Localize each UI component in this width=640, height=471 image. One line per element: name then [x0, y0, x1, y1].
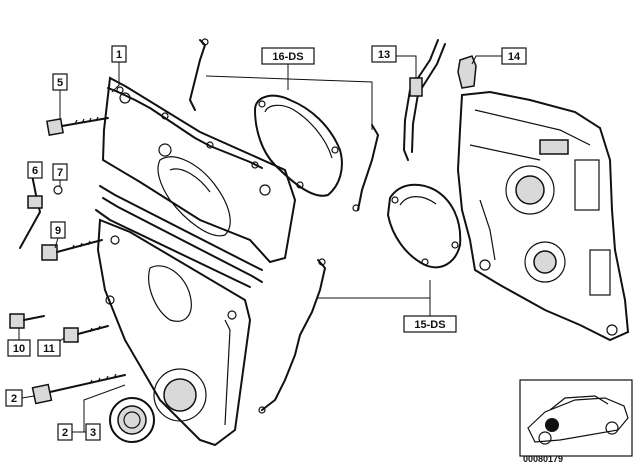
- gasket-strip-right[interactable]: [352, 124, 379, 212]
- svg-text:7: 7: [57, 167, 63, 179]
- svg-text:13: 13: [378, 49, 390, 61]
- callout-11: 11: [37, 339, 61, 357]
- svg-text:14: 14: [508, 51, 521, 63]
- svg-text:2: 2: [62, 427, 68, 439]
- gasket-16-ds[interactable]: [254, 94, 343, 197]
- svg-text:16-DS: 16-DS: [272, 51, 303, 63]
- vehicle-thumbnail: 00080179: [519, 379, 633, 464]
- callout-2-lower: 2: [57, 423, 73, 441]
- callout-6: 6: [27, 161, 43, 179]
- thumbnail-code: 00080179: [523, 454, 563, 464]
- svg-text:6: 6: [32, 165, 38, 177]
- svg-text:2: 2: [11, 393, 17, 405]
- callout-2-upper: 2: [5, 389, 23, 407]
- svg-text:15-DS: 15-DS: [414, 319, 445, 331]
- engine-block[interactable]: [456, 90, 630, 342]
- gasket-strip-left[interactable]: [189, 38, 209, 111]
- cover-bolt-row-gasket[interactable]: [107, 86, 263, 169]
- upper-timing-cover[interactable]: [101, 76, 297, 264]
- clip-7[interactable]: [53, 185, 63, 195]
- bolt-9[interactable]: [41, 239, 103, 261]
- callout-7: 7: [52, 163, 68, 181]
- engine-location-marker: [545, 418, 559, 432]
- callout-14: 14: [501, 47, 527, 65]
- svg-text:9: 9: [55, 225, 61, 237]
- bolt-2[interactable]: [31, 373, 126, 405]
- callout-13: 13: [371, 45, 397, 63]
- sensor-6[interactable]: [19, 174, 43, 249]
- chain-guide-13[interactable]: [403, 39, 446, 161]
- lower-gasket-strip[interactable]: [258, 258, 326, 414]
- svg-text:1: 1: [116, 49, 122, 61]
- callout-1: 1: [111, 45, 127, 63]
- callout-15-ds: 15-DS: [403, 315, 457, 333]
- bracket-14[interactable]: [457, 55, 477, 89]
- svg-text:3: 3: [90, 427, 96, 439]
- callout-5: 5: [52, 73, 68, 91]
- bolt-5[interactable]: [46, 116, 109, 136]
- bolt-10[interactable]: [9, 313, 45, 329]
- svg-text:11: 11: [43, 343, 55, 355]
- callout-16-ds: 16-DS: [261, 47, 315, 65]
- callout-9: 9: [50, 221, 66, 239]
- callout-3: 3: [85, 423, 101, 441]
- cover-gasket-strip[interactable]: [95, 185, 263, 288]
- svg-text:10: 10: [13, 343, 25, 355]
- svg-text:5: 5: [57, 77, 63, 89]
- callout-10: 10: [7, 339, 31, 357]
- lower-timing-cover[interactable]: [96, 218, 252, 447]
- gasket-15-ds[interactable]: [387, 183, 462, 269]
- crankshaft-seal[interactable]: [109, 397, 155, 443]
- bolt-11[interactable]: [63, 325, 109, 343]
